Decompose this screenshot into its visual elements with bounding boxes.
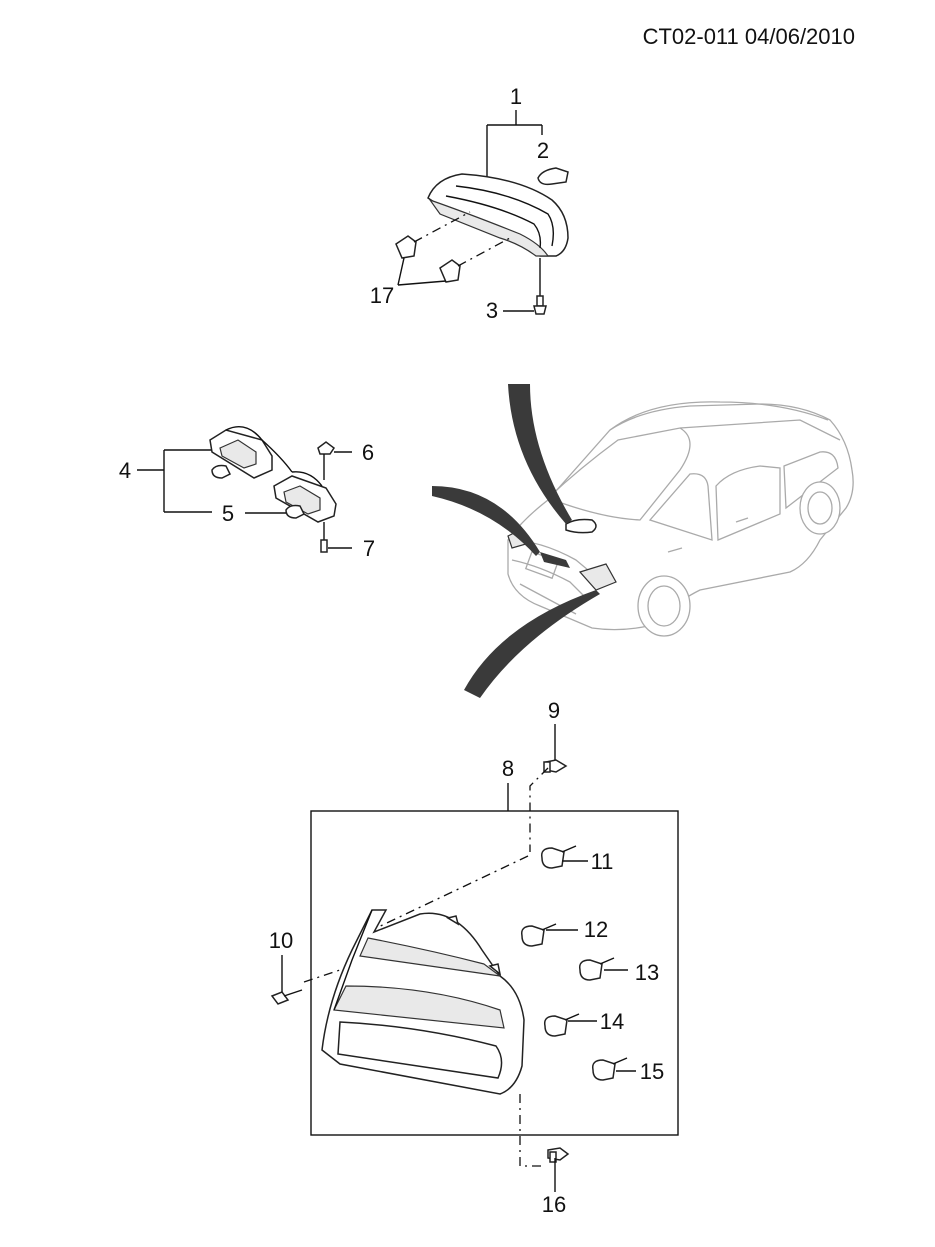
rear-combination-lamp-group xyxy=(270,724,679,1192)
lamp-screw xyxy=(533,295,547,315)
callout-14: 14 xyxy=(600,1009,624,1034)
bulb-12 xyxy=(520,923,557,947)
lamp-clip-left xyxy=(395,235,417,259)
high-mount-lamp-bulb xyxy=(537,167,569,186)
callout-9: 9 xyxy=(548,698,560,723)
lamp-clip-right xyxy=(439,259,461,283)
callout-13: 13 xyxy=(635,960,659,985)
callout-15: 15 xyxy=(640,1059,664,1084)
high-mount-stop-lamp-group xyxy=(395,110,569,315)
callout-7: 7 xyxy=(363,536,375,561)
callout-8: 8 xyxy=(502,756,514,781)
callout-16: 16 xyxy=(542,1192,566,1217)
license-lamp-screw xyxy=(320,539,328,553)
license-lamp-right xyxy=(273,471,337,523)
tail-lamp-screw-bottom xyxy=(547,1147,570,1163)
callout-3: 3 xyxy=(486,298,498,323)
high-mount-stop-lamp xyxy=(427,173,569,257)
tail-lamp-screw-top xyxy=(543,759,568,773)
callout-17: 17 xyxy=(370,283,394,308)
callout-6: 6 xyxy=(362,440,374,465)
diagram-reference: CT02-011 04/06/2010 xyxy=(643,24,855,49)
callout-11: 11 xyxy=(591,849,614,874)
bulb-14 xyxy=(543,1013,580,1037)
callout-5: 5 xyxy=(222,501,234,526)
bulb-13 xyxy=(578,957,615,981)
bulb-11 xyxy=(540,845,577,869)
tail-lamp-screw-side xyxy=(270,989,303,1005)
license-lamp-left xyxy=(209,426,293,479)
license-lamp-group xyxy=(137,426,352,553)
license-lamp-bulb xyxy=(285,504,306,519)
assembly-box xyxy=(310,810,679,1136)
vehicle-rear-view xyxy=(507,401,854,637)
callout-4: 4 xyxy=(119,458,131,483)
callout-12: 12 xyxy=(584,917,608,942)
callout-1: 1 xyxy=(510,84,522,109)
pointer-bands xyxy=(432,384,600,698)
callout-2: 2 xyxy=(537,138,549,163)
callout-10: 10 xyxy=(269,928,293,953)
license-lamp-clip xyxy=(317,441,336,455)
bulb-15 xyxy=(591,1057,628,1081)
rear-combination-lamp xyxy=(321,909,525,1095)
